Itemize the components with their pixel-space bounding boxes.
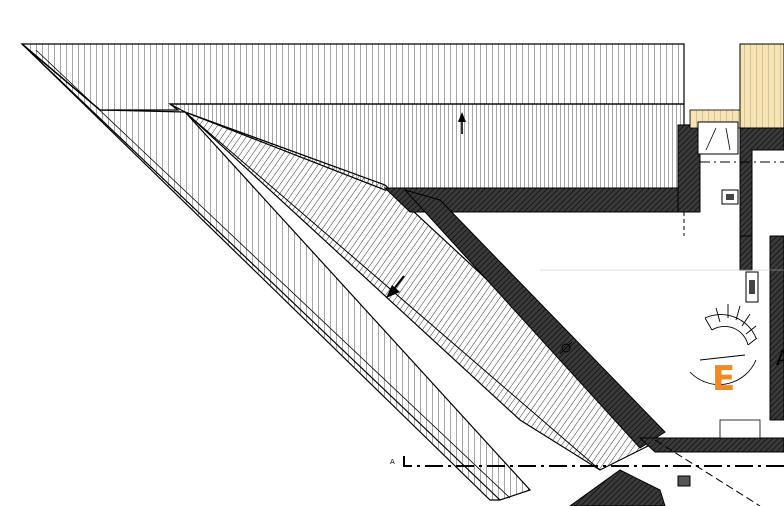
slope-arrow-up-icon xyxy=(458,112,466,134)
zone-label: E xyxy=(712,359,735,399)
section-line: A xyxy=(390,439,784,506)
right-roof-patch xyxy=(689,43,784,129)
drain-symbol-icon xyxy=(559,341,573,355)
interior-dashed-lines xyxy=(540,161,784,271)
fixtures xyxy=(677,189,761,487)
edge-label: A xyxy=(776,346,784,370)
building-walls xyxy=(383,124,784,506)
outer-diagonal-roof xyxy=(21,43,532,501)
slope-arrow-diagonal-icon xyxy=(386,275,405,298)
skylight-opening xyxy=(697,121,739,155)
upper-roof-band xyxy=(20,43,685,111)
spiral-staircase xyxy=(689,304,758,385)
section-marker: A xyxy=(390,458,395,466)
